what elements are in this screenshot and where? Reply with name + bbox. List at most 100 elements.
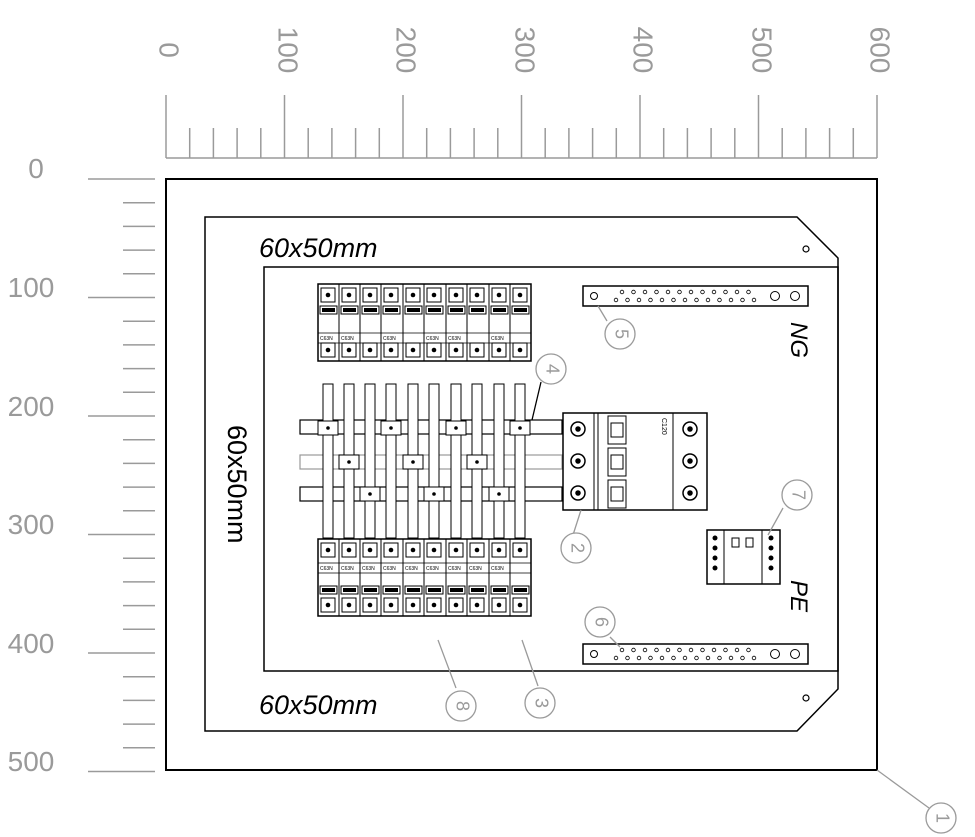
strap-screw — [475, 460, 479, 464]
main-breaker: C120 — [562, 412, 708, 511]
strap-screw — [454, 426, 458, 430]
breaker-rating: C63N — [341, 566, 354, 572]
terminal-hole — [705, 297, 711, 303]
terminal-hole — [636, 297, 642, 303]
ruler-top-label: 100 — [273, 27, 304, 74]
terminal-hole — [751, 297, 757, 303]
breaker-rating: C63N — [448, 566, 461, 572]
callout-6: 6 — [591, 617, 611, 627]
left-ruler-ticks — [88, 178, 155, 773]
dimension-bottom: 60x50mm — [259, 690, 378, 720]
terminal-hole — [613, 655, 619, 661]
callout-4: 4 — [542, 364, 562, 374]
terminal-hole — [659, 297, 665, 303]
terminal-screw — [431, 347, 437, 353]
ruler-left-label: 500 — [8, 746, 55, 777]
terminal-hole — [700, 289, 705, 295]
breaker-handle-bar — [385, 588, 398, 592]
pe-label: PE — [785, 580, 812, 613]
breaker-handle-bar — [514, 308, 527, 312]
callouts — [437, 305, 930, 809]
terminal-hole — [728, 297, 734, 303]
terminal-hole — [631, 289, 636, 295]
ng-terminal-bar — [582, 285, 809, 307]
terminal-hole — [717, 297, 722, 303]
breaker-handle-bar — [450, 308, 463, 312]
breaker-rating: C63N — [320, 566, 333, 572]
callout-7: 7 — [788, 490, 808, 500]
breaker-handle-bar — [407, 308, 420, 312]
callout-8: 8 — [452, 701, 472, 711]
terminal-screw — [453, 292, 459, 298]
terminal-screw — [325, 292, 331, 298]
terminal-hole — [665, 647, 671, 653]
terminal-hole — [740, 655, 745, 661]
top-ruler-ticks — [165, 95, 878, 158]
terminal-screw — [388, 347, 394, 353]
terminal-screw — [410, 602, 416, 608]
terminal-screw — [496, 347, 502, 353]
terminal-screw — [453, 547, 459, 553]
terminal-hole — [711, 289, 717, 295]
terminal-hole — [682, 655, 688, 661]
terminal-hole — [677, 647, 682, 653]
terminal-screw — [388, 292, 394, 298]
terminal-hole — [688, 647, 694, 653]
terminal-screw — [496, 547, 502, 553]
enclosure-outline — [165, 178, 878, 771]
terminal-hole — [682, 297, 688, 303]
terminal-hole — [740, 297, 745, 303]
breaker-handle-bar — [322, 308, 335, 312]
terminal-screw — [517, 602, 523, 608]
terminal-hole — [746, 289, 751, 295]
terminal-screw — [474, 292, 480, 298]
terminal-hole — [734, 647, 740, 653]
breaker-rating: C63N — [383, 336, 396, 342]
terminal-hole — [636, 655, 642, 661]
callout-1: 1 — [932, 813, 952, 823]
terminal-screw — [410, 292, 416, 298]
terminal-screw — [410, 547, 416, 553]
terminal-screw — [388, 547, 394, 553]
strap-screw — [518, 426, 522, 430]
strap-screw — [368, 492, 372, 496]
phase-strap — [322, 383, 334, 539]
terminal-hole — [659, 655, 665, 661]
terminal-screw — [453, 602, 459, 608]
terminal-screw — [325, 547, 331, 553]
terminal-hole — [694, 297, 699, 303]
ng-label: NG — [785, 322, 812, 358]
breaker-handle-bar — [322, 588, 335, 592]
breaker-handle-bar — [493, 588, 506, 592]
mounting-plate — [204, 216, 839, 732]
terminal-screw — [367, 547, 373, 553]
terminal-screw — [346, 347, 352, 353]
phase-strap — [493, 383, 505, 539]
terminal-hole — [648, 297, 653, 303]
terminal-hole — [642, 289, 648, 295]
pe-terminal-bar — [582, 643, 809, 665]
terminal-hole — [642, 647, 648, 653]
ruler-top-label: 600 — [865, 27, 896, 74]
strap-screw — [389, 426, 393, 430]
terminal-hole — [746, 647, 751, 653]
phase-strap — [385, 383, 397, 539]
ruler-top-label: 300 — [510, 27, 541, 74]
terminal-screw — [367, 602, 373, 608]
phase-strap — [364, 383, 376, 539]
terminal-screw — [410, 347, 416, 353]
terminal-screw — [346, 602, 352, 608]
terminal-hole — [671, 655, 676, 661]
terminal-hole — [705, 655, 711, 661]
breaker-rating: C63N — [491, 566, 504, 572]
terminal-screw — [325, 347, 331, 353]
terminal-hole — [665, 289, 671, 295]
terminal-screw — [474, 602, 480, 608]
callout-5: 5 — [611, 329, 631, 339]
breaker-handle-bar — [428, 308, 441, 312]
terminal-screw — [367, 292, 373, 298]
breaker-handle-bar — [514, 588, 527, 592]
ruler-left-label: 0 — [28, 153, 44, 184]
terminal-hole — [723, 647, 728, 653]
terminal-hole — [694, 655, 699, 661]
